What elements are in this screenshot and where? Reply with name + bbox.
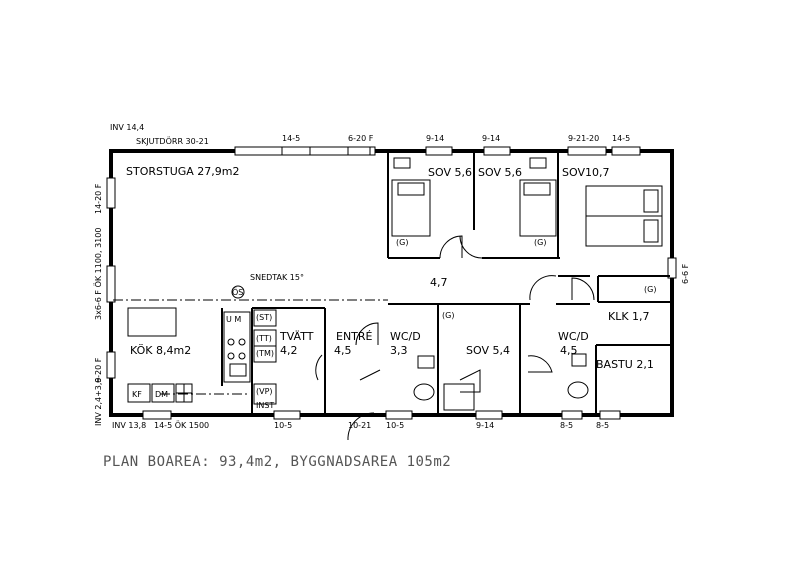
label-window-top-1: 14-5 bbox=[282, 134, 300, 143]
room-sov-1: SOV 5,6 bbox=[428, 166, 472, 179]
label-skjutdorr: SKJUTDÖRR 30-21 bbox=[136, 136, 209, 146]
fixture-tm: (TM) bbox=[256, 349, 274, 358]
label-window-top-6: 14-5 bbox=[612, 134, 630, 143]
windows bbox=[106, 146, 677, 420]
fixture-kf: KF bbox=[132, 390, 142, 399]
interior-walls bbox=[221, 153, 670, 413]
label-window-bastu: 8-5 bbox=[596, 421, 609, 430]
room-bastu: BASTU 2,1 bbox=[596, 358, 654, 371]
fixture-um: U M bbox=[226, 315, 241, 324]
room-sov-2: SOV 5,6 bbox=[478, 166, 522, 179]
room-sov-4: SOV 5,4 bbox=[466, 344, 510, 357]
fixture-g-2: (G) bbox=[534, 238, 546, 247]
plan-caption: PLAN BOAREA: 93,4m2, BYGGNADSAREA 105m2 bbox=[103, 454, 451, 470]
label-window-top-4: 9-14 bbox=[482, 134, 500, 143]
room-wc-1: WC/D bbox=[390, 330, 421, 343]
room-kok: KÖK 8,4m2 bbox=[130, 344, 191, 357]
label-window-kok: 14-5 ÖK 1500 bbox=[154, 420, 209, 430]
label-inv-bottom: INV 13,8 bbox=[112, 421, 146, 430]
room-entre: ENTRÉ bbox=[336, 330, 373, 343]
label-right: 6-6 F bbox=[681, 263, 690, 284]
fixture-st: (ST) bbox=[256, 313, 272, 322]
label-window-tvatt: 10-5 bbox=[274, 421, 292, 430]
fixture-g-4: (G) bbox=[442, 311, 454, 320]
room-wc-2: WC/D bbox=[558, 330, 589, 343]
fixture-vp: (VP) bbox=[256, 387, 273, 396]
label-left-top: 14-20 F bbox=[94, 183, 103, 214]
label-window-wc-1: 10-5 bbox=[386, 421, 404, 430]
label-window-sov: 9-14 bbox=[476, 421, 494, 430]
sanitary bbox=[231, 285, 589, 401]
room-wc-2-area: 4,5 bbox=[560, 344, 578, 357]
label-left-bottom-a: 6-20 F bbox=[94, 357, 103, 383]
room-wc-1-area: 3,3 bbox=[390, 344, 408, 357]
room-tvatt: TVÄTT bbox=[279, 330, 314, 343]
doors bbox=[315, 235, 595, 441]
label-door-entre: 10-21 bbox=[348, 421, 371, 430]
hall-area: 4,7 bbox=[430, 276, 448, 289]
room-klk: KLK 1,7 bbox=[608, 310, 650, 323]
label-window-wc-2: 8-5 bbox=[560, 421, 573, 430]
fixture-g-1: (G) bbox=[396, 238, 408, 247]
room-entre-area: 4,5 bbox=[334, 344, 352, 357]
os-label: ÖS bbox=[232, 287, 243, 297]
label-left-mid: 3x6-6 F ÖK 1100, 3100 bbox=[93, 228, 103, 320]
fixture-tt: (TT) bbox=[256, 334, 272, 343]
label-left-bottom-b: INV 2,4+3,9 bbox=[94, 377, 103, 426]
label-window-top-5: 9-21-20 bbox=[568, 134, 599, 143]
fixture-g-3: (G) bbox=[644, 285, 656, 294]
beds bbox=[391, 157, 663, 411]
fixture-dm: DM bbox=[155, 390, 168, 399]
fixture-inst: INST bbox=[256, 401, 274, 410]
room-tvatt-area: 4,2 bbox=[280, 344, 298, 357]
kitchen bbox=[127, 307, 277, 405]
room-sov-3: SOV10,7 bbox=[562, 166, 609, 179]
label-inv-top: INV 14,4 bbox=[110, 123, 144, 132]
snedtak-label: SNEDTAK 15° bbox=[250, 273, 304, 282]
label-window-top-3: 9-14 bbox=[426, 134, 444, 143]
room-storstuga: STORSTUGA 27,9m2 bbox=[126, 165, 240, 178]
label-window-top-2: 6-20 F bbox=[348, 134, 374, 143]
